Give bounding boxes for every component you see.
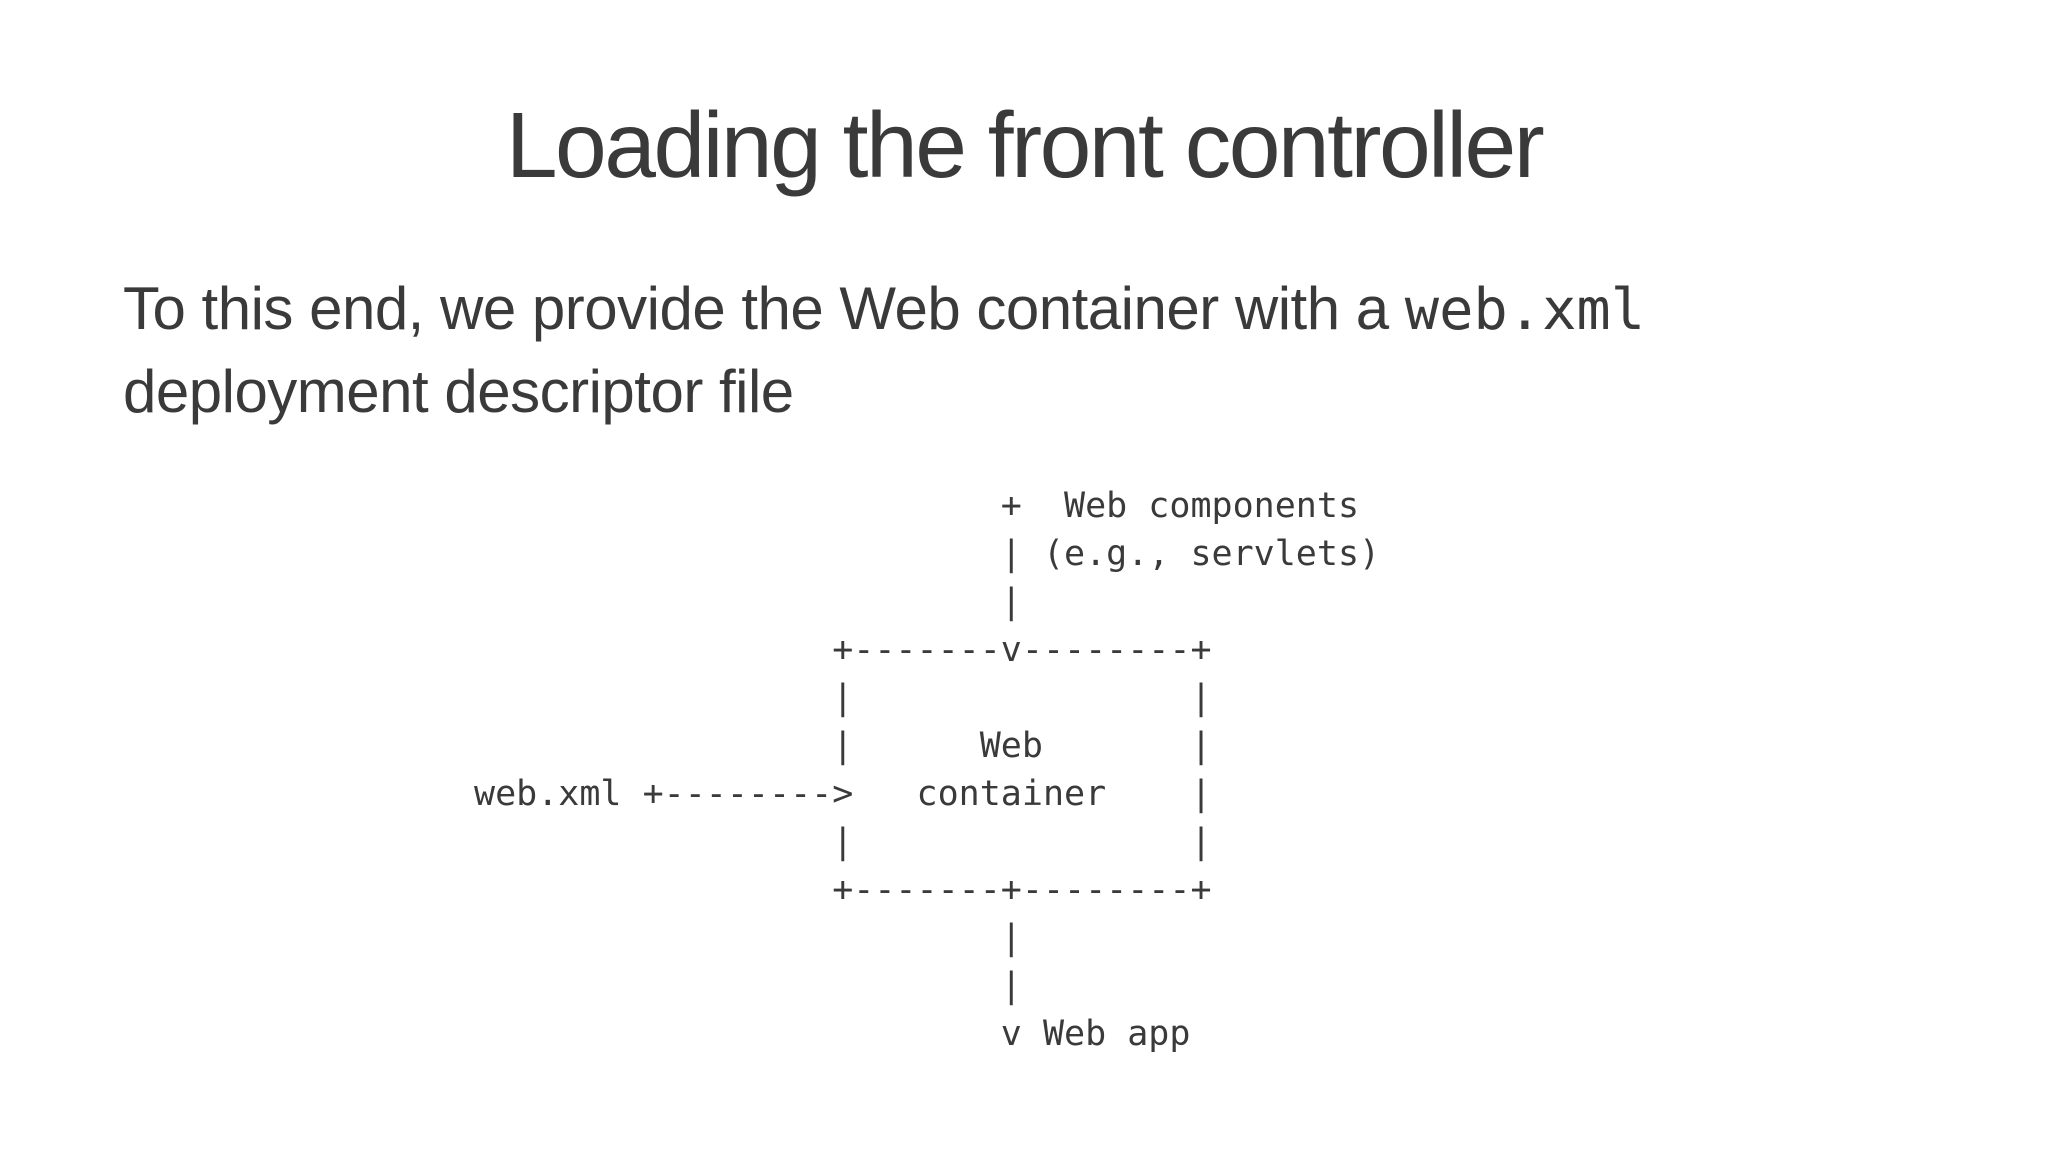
body-paragraph: To this end, we provide the Web containe… xyxy=(123,268,1645,433)
body-line-1: To this end, we provide the Web containe… xyxy=(123,268,1645,351)
body-text-before-code: To this end, we provide the Web containe… xyxy=(123,275,1405,342)
body-line-2: deployment descriptor file xyxy=(123,358,794,425)
inline-code-webxml: web.xml xyxy=(1404,277,1646,343)
slide-title: Loading the front controller xyxy=(505,93,1545,197)
ascii-diagram: + Web components | (e.g., servlets) | +-… xyxy=(474,486,1381,1054)
